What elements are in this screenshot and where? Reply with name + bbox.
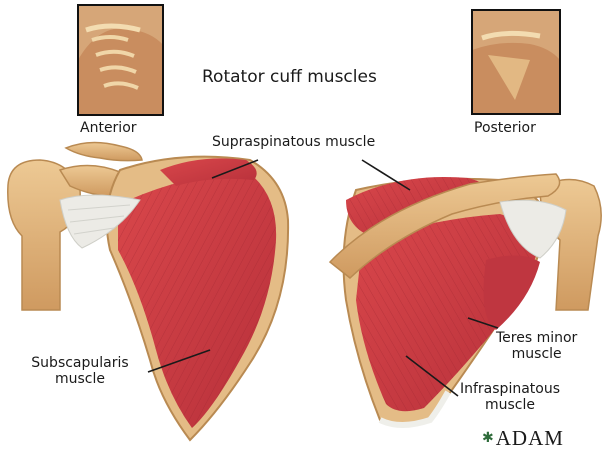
diagram-title: Rotator cuff muscles [202, 68, 377, 88]
adam-logo: ✱ADAM [482, 426, 564, 451]
posterior-label: Posterior [474, 120, 536, 136]
subscapularis-label: Subscapularis muscle [12, 355, 148, 387]
subscapularis-label-line1: Subscapularis [12, 355, 148, 371]
teres-minor-label-line1: Teres minor [496, 330, 577, 346]
anterior-shoulder [8, 142, 288, 440]
posterior-thumbnail [472, 10, 560, 114]
clavicle-left [66, 142, 142, 160]
infraspinatous-label-line2: muscle [460, 397, 560, 413]
teres-minor-label-line2: muscle [496, 346, 577, 362]
subscapularis-label-line2: muscle [12, 371, 148, 387]
anterior-label: Anterior [80, 120, 137, 136]
teres-minor-label: Teres minor muscle [496, 330, 577, 362]
adam-logo-text: ADAM [496, 426, 564, 450]
supraspinatous-label: Supraspinatous muscle [212, 134, 375, 150]
teres-minor-muscle [484, 255, 540, 330]
infraspinatous-label: Infraspinatous muscle [460, 381, 560, 413]
star-icon: ✱ [482, 431, 495, 446]
anterior-thumbnail [78, 5, 163, 115]
infraspinatous-label-line1: Infraspinatous [460, 381, 560, 397]
